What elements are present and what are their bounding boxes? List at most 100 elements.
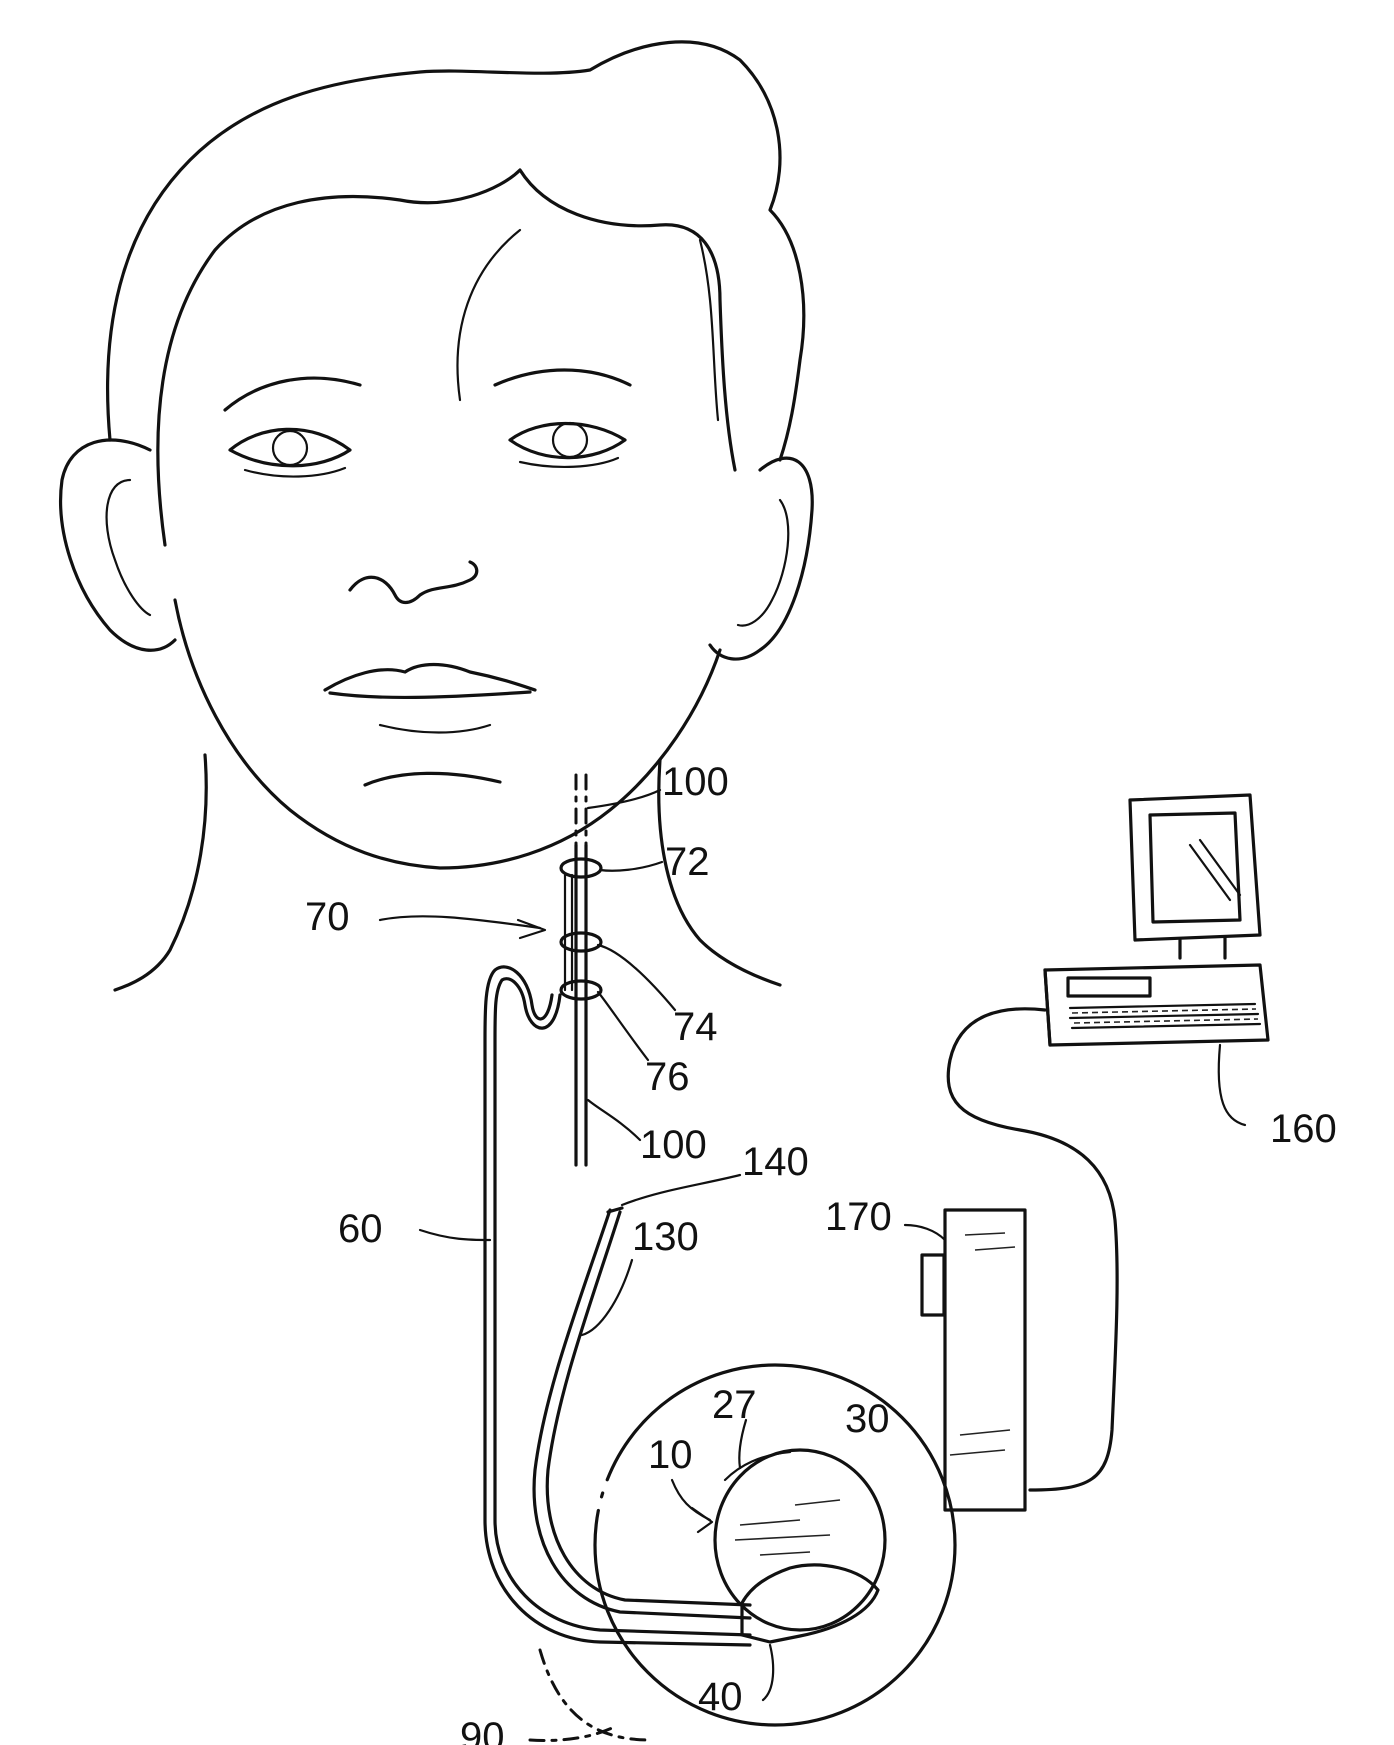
programming-wand bbox=[920, 1208, 1027, 1512]
label-30: 30 bbox=[845, 1397, 890, 1441]
label-100-lower: 100 bbox=[640, 1123, 707, 1167]
label-70: 70 bbox=[305, 895, 350, 939]
hairline bbox=[156, 168, 737, 547]
label-74: 74 bbox=[673, 1005, 718, 1049]
leads-130-140 bbox=[532, 1206, 752, 1620]
label-10: 10 bbox=[648, 1433, 693, 1477]
monitor-outer bbox=[1128, 793, 1262, 942]
label-140: 140 bbox=[742, 1140, 809, 1184]
label-76: 76 bbox=[645, 1055, 690, 1099]
label-40: 40 bbox=[698, 1675, 743, 1719]
lead-inner bbox=[483, 965, 752, 1647]
label-130: 130 bbox=[632, 1215, 699, 1259]
right-eye-lower bbox=[518, 456, 620, 468]
wand-button bbox=[920, 1253, 946, 1317]
implant-site-pointer bbox=[538, 1648, 652, 1742]
label-60: 60 bbox=[338, 1207, 383, 1251]
lip-shadow bbox=[378, 723, 492, 734]
leader-170 bbox=[903, 1223, 947, 1242]
generator-rim bbox=[723, 1450, 792, 1482]
case-hatch-4 bbox=[794, 1499, 841, 1506]
screen-glare-2 bbox=[1198, 838, 1242, 897]
arrow-10 bbox=[690, 1506, 714, 1534]
left-ear bbox=[59, 438, 177, 652]
reference-labels: 100 72 70 74 76 100 140 160 60 170 130 2… bbox=[305, 760, 1337, 1745]
face-contour bbox=[173, 598, 722, 870]
left-eyebrow bbox=[223, 376, 362, 412]
hair-part bbox=[456, 228, 522, 402]
console-front bbox=[1043, 968, 1052, 1047]
console-display bbox=[1066, 976, 1152, 998]
header-block bbox=[740, 1563, 880, 1644]
right-ear bbox=[708, 456, 814, 661]
wand-hatch-3 bbox=[959, 1429, 1011, 1436]
screen-glare-1 bbox=[1188, 843, 1232, 902]
upper-lip bbox=[323, 662, 537, 692]
wand-hatch-4 bbox=[949, 1449, 1006, 1456]
leader-100a bbox=[586, 788, 662, 810]
monitor-screen bbox=[1148, 811, 1242, 924]
leader-27 bbox=[738, 1418, 748, 1470]
leader-160 bbox=[1217, 1043, 1247, 1127]
lead-140 bbox=[545, 1210, 752, 1607]
leader-40 bbox=[761, 1643, 775, 1702]
hair-strand bbox=[698, 238, 720, 422]
right-eyebrow bbox=[493, 368, 632, 387]
programmer-cable bbox=[946, 1007, 1119, 1492]
case-hatch-2 bbox=[734, 1534, 831, 1541]
lead-outer bbox=[493, 977, 752, 1637]
monitor-stand bbox=[1178, 936, 1227, 960]
generator-case bbox=[713, 1448, 887, 1632]
programming-computer bbox=[1043, 793, 1270, 1047]
left-eye-lower bbox=[243, 466, 347, 478]
electrode-coil-76 bbox=[559, 979, 603, 1001]
leader-70 bbox=[378, 915, 542, 930]
lead-tip bbox=[606, 1206, 624, 1214]
label-100-upper: 100 bbox=[662, 760, 729, 804]
keyboard-row-1 bbox=[1068, 1002, 1257, 1010]
leader-90 bbox=[528, 1726, 614, 1742]
label-90: 90 bbox=[460, 1715, 505, 1745]
vagus-nerve bbox=[574, 773, 588, 1167]
left-iris bbox=[271, 429, 309, 467]
wand-hatch-1 bbox=[964, 1232, 1006, 1236]
leader-10 bbox=[670, 1478, 712, 1522]
neck-left bbox=[113, 753, 208, 992]
label-27: 27 bbox=[712, 1383, 757, 1427]
leader-74 bbox=[596, 943, 677, 1012]
neck-right bbox=[657, 758, 782, 987]
electrode-assembly bbox=[559, 857, 603, 1001]
case-hatch-3 bbox=[759, 1551, 811, 1556]
label-160: 160 bbox=[1270, 1107, 1337, 1151]
arrow-70 bbox=[516, 918, 547, 940]
wand-body bbox=[943, 1208, 1027, 1512]
left-eye bbox=[228, 427, 352, 468]
leader-130 bbox=[580, 1258, 634, 1337]
keyboard-row-3 bbox=[1070, 1022, 1262, 1030]
leader-60 bbox=[418, 1228, 492, 1242]
case-hatch-1 bbox=[739, 1519, 801, 1526]
leader-76 bbox=[596, 990, 650, 1062]
leader-lines bbox=[378, 788, 1247, 1742]
electrode-coil-74 bbox=[559, 931, 603, 953]
patient-head bbox=[59, 40, 814, 992]
leader-140 bbox=[620, 1173, 742, 1207]
right-iris bbox=[551, 421, 589, 459]
leader-100b bbox=[586, 1098, 642, 1142]
implant-site bbox=[593, 1363, 957, 1727]
right-ear-inner bbox=[736, 498, 790, 627]
lead-130 bbox=[532, 1208, 752, 1620]
lower-lip bbox=[328, 690, 532, 700]
leader-72 bbox=[598, 860, 664, 872]
electrode-coil-72 bbox=[559, 857, 603, 879]
label-72: 72 bbox=[665, 840, 710, 884]
label-170: 170 bbox=[825, 1195, 892, 1239]
pulse-generator bbox=[538, 1363, 957, 1742]
right-eye bbox=[508, 421, 627, 460]
keyboard-row-2 bbox=[1068, 1012, 1260, 1020]
wand-hatch-2 bbox=[974, 1246, 1016, 1251]
hair-outline bbox=[105, 40, 806, 462]
chin-crease bbox=[363, 771, 502, 787]
nose bbox=[348, 560, 479, 605]
